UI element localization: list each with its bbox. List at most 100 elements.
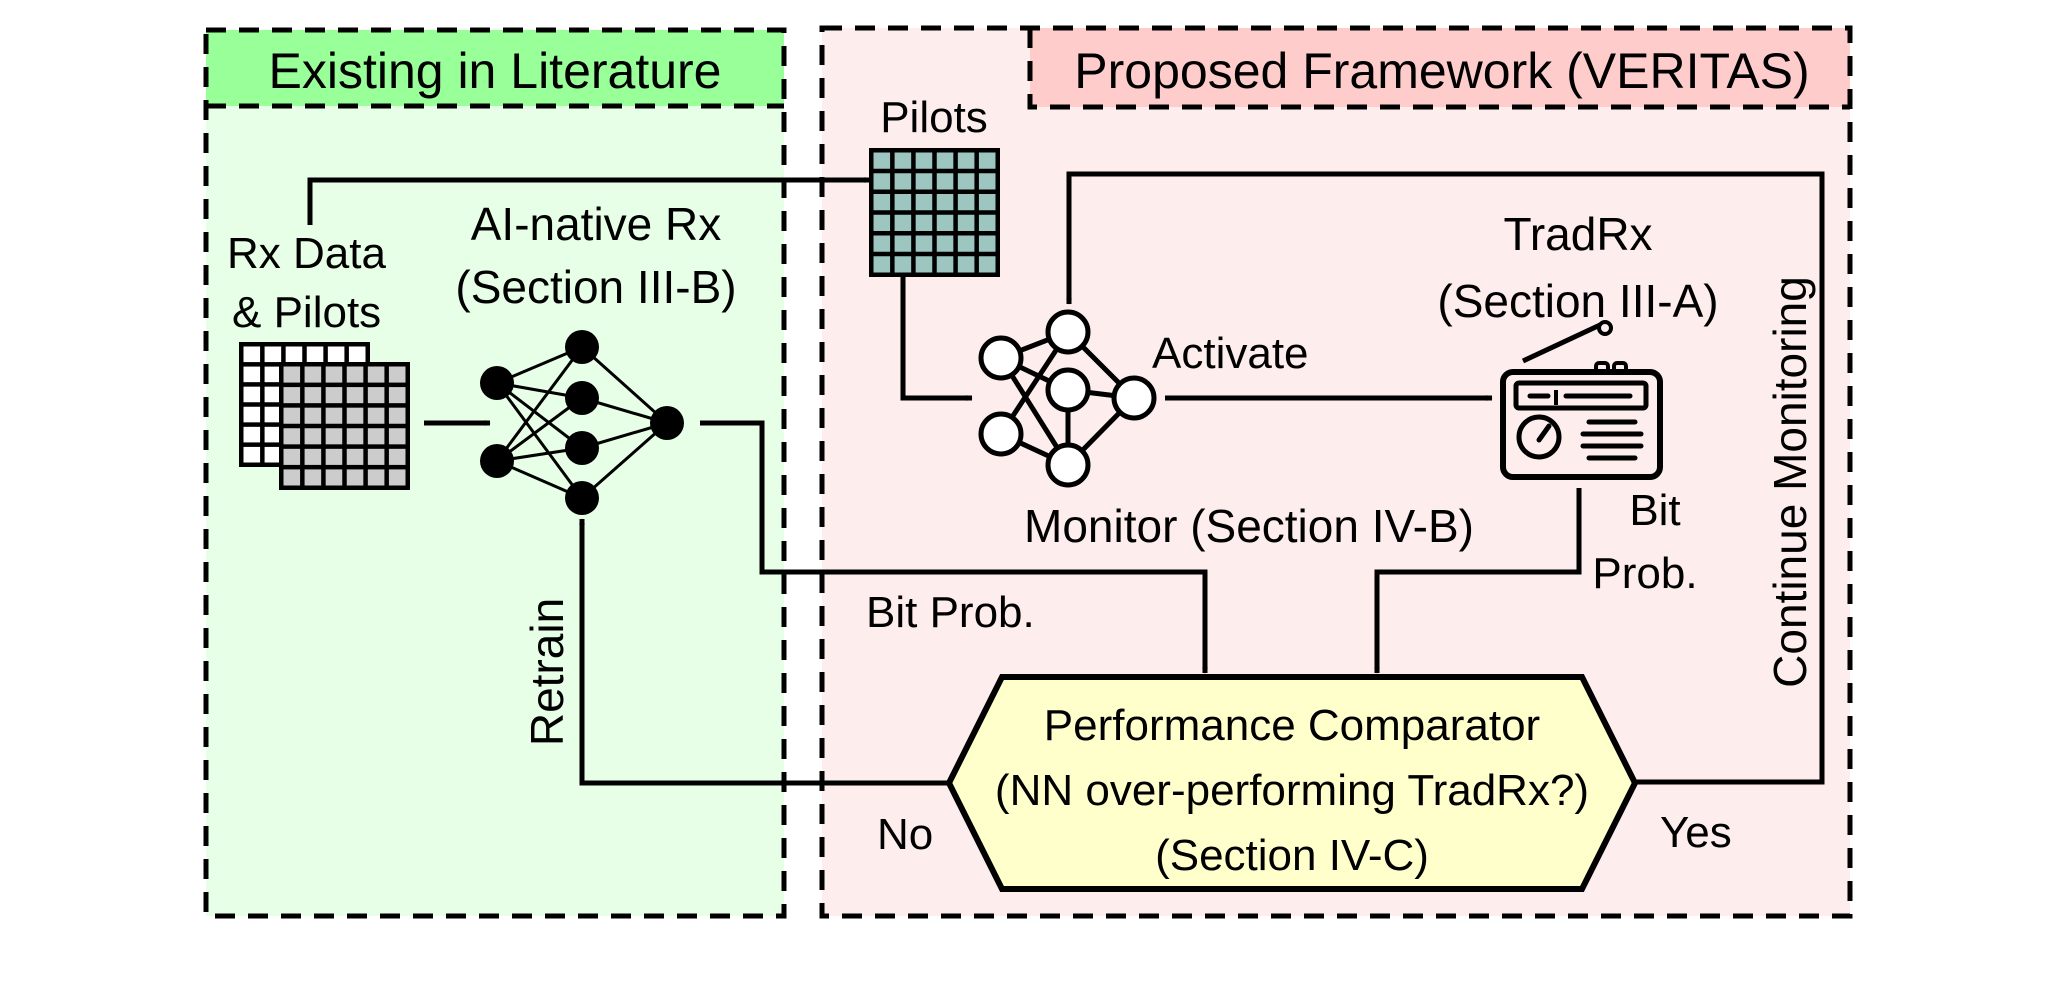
- pilots-to-monitor-arrow: [900, 277, 973, 401]
- monitor-nn-node: [1045, 309, 1091, 355]
- rx-data-grid-front-cell: [367, 387, 385, 404]
- stacked-grid-icon: [239, 342, 410, 490]
- pilots-grid-cell: [915, 194, 933, 211]
- retrain-label: Retrain: [521, 598, 573, 746]
- pilots-grid-cell: [957, 173, 975, 190]
- existing-panel-border: [203, 27, 787, 919]
- pilots-grid-cell: [894, 152, 912, 169]
- radio-dial: [1516, 414, 1562, 460]
- rx-data-grid-front-cell: [388, 366, 406, 383]
- monitor-nn-node: [1111, 375, 1157, 421]
- yes-label: Yes: [1660, 808, 1732, 857]
- pilots-grid-cell: [936, 214, 954, 231]
- pilots-grid-cell: [915, 173, 933, 190]
- proposed-panel-border: [819, 25, 1853, 919]
- rx-data-grid-front-cell: [388, 469, 406, 486]
- pilots-grid-cell: [936, 194, 954, 211]
- continue-monitoring-label: Continue Monitoring: [1764, 276, 1816, 688]
- rx-data-label-line2: & Pilots: [232, 288, 381, 337]
- rx-data-grid-front-cell: [325, 407, 343, 424]
- pilots-grid-cell: [936, 173, 954, 190]
- pilots-grid-cell: [873, 214, 891, 231]
- retrain-arrow: [579, 518, 948, 786]
- pilots-grid-cell: [873, 256, 891, 273]
- rx-data-grid-front-cell: [304, 407, 322, 424]
- monitor-nn-node: [1045, 442, 1091, 488]
- rx-data-grid-front-cell: [325, 469, 343, 486]
- nn-edge: [496, 381, 583, 450]
- rx-data-grid-front-cell: [325, 387, 343, 404]
- pilots-grid-cell: [873, 173, 891, 190]
- comparator-hexagon: [945, 674, 1639, 892]
- rx-data-grid-front-cell: [367, 448, 385, 465]
- activate-label: Activate: [1152, 329, 1309, 378]
- nn-bit-prob-label: Bit Prob.: [866, 588, 1035, 637]
- rx-data-grid-front-cell: [367, 366, 385, 383]
- tradrx-bit-prob-label-line2: Prob.: [1592, 549, 1697, 598]
- existing-panel-title: Existing in Literature: [268, 43, 721, 99]
- rx-to-pilots-arrow: [307, 177, 871, 225]
- nn-edge: [495, 382, 584, 499]
- rx-data-grid-front-cell: [283, 387, 301, 404]
- proposed-header-border: [1027, 28, 1850, 110]
- grid-icon: [869, 148, 1000, 277]
- pilots-grid-cell: [915, 214, 933, 231]
- pilots-grid-cell: [978, 194, 996, 211]
- rx-data-grid-front-cell: [283, 469, 301, 486]
- rx-data-grid-front-cell: [325, 428, 343, 445]
- comparator-section: (Section IV-C): [1155, 831, 1429, 880]
- rx-data-grid-back-cell: [243, 346, 261, 363]
- rx-data-grid-front-cell: [304, 448, 322, 465]
- nn-edge: [496, 396, 583, 463]
- rx-data-grid-front-cell: [346, 387, 364, 404]
- no-label: No: [877, 810, 933, 859]
- rx-data-grid-front-cell: [367, 469, 385, 486]
- neural-network-filled-icon: [480, 330, 684, 515]
- rx-data-grid-front-cell: [304, 428, 322, 445]
- monitor-nn-node: [1045, 367, 1091, 413]
- rx-data-grid-front-cell: [346, 407, 364, 424]
- rx-data-grid-front-cell: [304, 387, 322, 404]
- nn-node: [480, 444, 514, 478]
- monitor-nn-node: [978, 411, 1024, 457]
- pilots-grid-cell: [915, 235, 933, 252]
- pilots-label: Pilots: [880, 93, 988, 142]
- nn-node: [650, 406, 684, 440]
- rx-data-grid-front-cell: [283, 448, 301, 465]
- rx-data-grid-front-cell: [388, 387, 406, 404]
- radio-body: [1500, 369, 1663, 480]
- rx-data-grid-back-cell: [285, 346, 303, 363]
- rx-data-grid-front-cell: [283, 407, 301, 424]
- rx-data-grid-front-cell: [346, 366, 364, 383]
- pilots-grid-cell: [978, 256, 996, 273]
- rx-data-grid-back-cell: [243, 406, 261, 423]
- tradrx-bit-prob-label-line1: Bit: [1629, 486, 1680, 535]
- monitor-nn-node: [978, 335, 1024, 381]
- pilots-grid-cell: [936, 152, 954, 169]
- pilots-grid-cell: [957, 152, 975, 169]
- proposed-header-bg: [1030, 28, 1850, 107]
- nn-bit-prob-arrow: [700, 420, 1208, 674]
- radio-antenna: [1521, 322, 1602, 364]
- rx-data-grid-front-cell: [388, 448, 406, 465]
- nn-edge: [581, 345, 668, 425]
- pilots-grid-cell: [957, 194, 975, 211]
- nn-node: [565, 431, 599, 465]
- monitor-label: Monitor (Section IV-B): [1024, 500, 1474, 552]
- comparator-title: Performance Comparator: [1044, 701, 1540, 750]
- pilots-grid-cell: [957, 214, 975, 231]
- rx-data-grid-back-cell: [243, 386, 261, 403]
- proposed-panel-title: Proposed Framework (VERITAS): [1074, 43, 1809, 99]
- rx-data-grid-back-cell: [264, 346, 282, 363]
- ai-native-rx-title: AI-native Rx: [471, 198, 722, 250]
- tradrx-bit-prob-arrow: [1374, 488, 1582, 674]
- rx-data-grid-front-cell: [325, 448, 343, 465]
- pilots-grid-cell: [978, 214, 996, 231]
- tradrx-section: (Section III-A): [1437, 275, 1718, 327]
- nn-node: [480, 366, 514, 400]
- existing-header-bg: [206, 30, 784, 106]
- rx-data-grid-front-frame: [279, 362, 410, 490]
- pilots-grid-cell: [894, 173, 912, 190]
- rx-data-grid-front-cell: [367, 428, 385, 445]
- rx-data-grid-back-cell: [243, 366, 261, 383]
